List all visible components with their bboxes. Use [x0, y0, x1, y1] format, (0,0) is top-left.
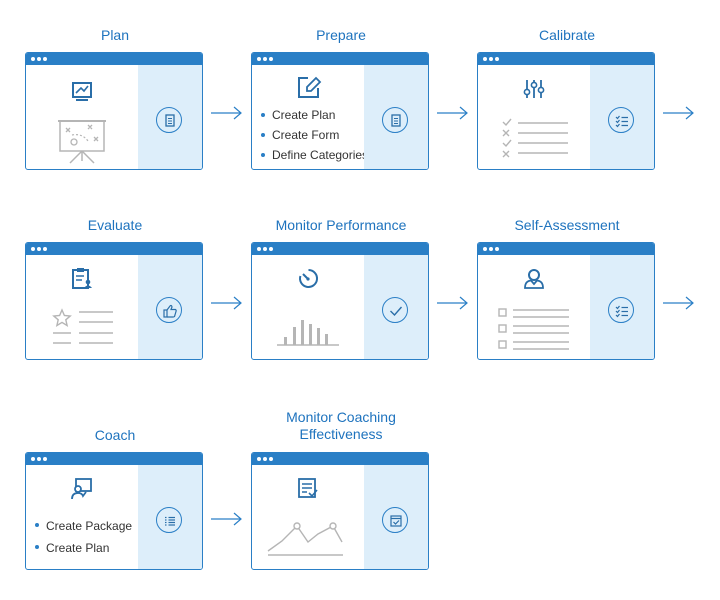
window-title-bar	[478, 243, 654, 255]
step-title-calibrate: Calibrate	[538, 27, 596, 43]
gauge-icon	[299, 268, 318, 288]
step-card-plan	[25, 52, 203, 170]
checklist-illustration	[502, 118, 568, 158]
card-side-panel	[364, 255, 428, 359]
teacher-board-icon	[71, 478, 92, 500]
card-side-panel	[590, 65, 654, 169]
calendar-check-icon	[382, 507, 408, 533]
card-main-area	[252, 65, 366, 169]
checkbox-list-illustration	[498, 308, 569, 350]
list-item: Define Categories	[261, 145, 368, 165]
edit-icon	[298, 76, 322, 98]
step-title-prepare: Prepare	[316, 27, 366, 43]
checklist-clipboard-icon	[298, 478, 318, 498]
sliders-icon	[523, 80, 545, 98]
list-item: Create Plan	[35, 537, 132, 559]
card-main-area	[478, 255, 592, 359]
card-main-area	[252, 465, 366, 569]
step-title-monitor-performance: Monitor Performance	[275, 217, 407, 233]
step-items-list: Create Package Create Plan	[35, 515, 132, 559]
window-title-bar	[478, 53, 654, 65]
card-main-area	[26, 465, 140, 569]
step-card-monitor-coaching-effectiveness	[251, 452, 429, 570]
window-title-bar	[26, 243, 202, 255]
checklist-icon	[608, 297, 634, 323]
list-item: Create Package	[35, 515, 132, 537]
card-main-area	[478, 65, 592, 169]
step-items-list: Create Plan Create Form Define Categorie…	[261, 105, 368, 165]
card-side-panel	[364, 65, 428, 169]
title-line: Monitor Coaching	[286, 409, 396, 425]
step-title-monitor-coaching-effectiveness: Monitor Coaching Effectiveness	[251, 409, 431, 443]
window-title-bar	[26, 53, 202, 65]
document-icon	[156, 107, 182, 133]
card-side-panel	[364, 465, 428, 569]
window-title-bar	[252, 53, 428, 65]
document-icon	[382, 107, 408, 133]
step-card-evaluate	[25, 242, 203, 360]
card-main-area	[26, 65, 140, 169]
title-line: Effectiveness	[299, 426, 383, 442]
arrow-right-icon	[211, 512, 242, 526]
line-chart-illustration	[267, 522, 343, 556]
window-title-bar	[252, 453, 428, 465]
arrow-right-icon	[663, 296, 694, 310]
step-card-coach: Create Package Create Plan	[25, 452, 203, 570]
window-title-bar	[252, 243, 428, 255]
list-icon	[156, 507, 182, 533]
card-side-panel	[138, 65, 202, 169]
step-title-evaluate: Evaluate	[87, 217, 143, 233]
list-item: Create Plan	[261, 105, 368, 125]
checkmark-icon	[382, 297, 408, 323]
bar-chart-illustration	[277, 320, 339, 346]
card-side-panel	[590, 255, 654, 359]
card-side-panel	[138, 465, 202, 569]
card-main-area	[26, 255, 140, 359]
clipboard-user-icon	[72, 268, 92, 289]
card-main-area	[252, 255, 366, 359]
arrow-right-icon	[211, 296, 242, 310]
list-item: Create Form	[261, 125, 368, 145]
arrow-right-icon	[663, 106, 694, 120]
arrow-right-icon	[437, 106, 468, 120]
step-card-prepare: Create Plan Create Form Define Categorie…	[251, 52, 429, 170]
step-title-plan: Plan	[100, 27, 130, 43]
card-side-panel	[138, 255, 202, 359]
window-title-bar	[26, 453, 202, 465]
step-card-monitor-performance	[251, 242, 429, 360]
step-title-self-assessment: Self-Assessment	[514, 217, 620, 233]
checklist-icon	[608, 107, 634, 133]
strategy-board-illustration	[58, 120, 106, 164]
thumbs-up-icon	[156, 297, 182, 323]
step-title-coach: Coach	[94, 427, 136, 443]
step-card-self-assessment	[477, 242, 655, 360]
user-award-icon	[524, 269, 544, 289]
presentation-chart-icon	[72, 82, 92, 101]
step-card-calibrate	[477, 52, 655, 170]
arrow-right-icon	[437, 296, 468, 310]
arrow-right-icon	[211, 106, 242, 120]
star-rating-illustration	[52, 308, 113, 344]
